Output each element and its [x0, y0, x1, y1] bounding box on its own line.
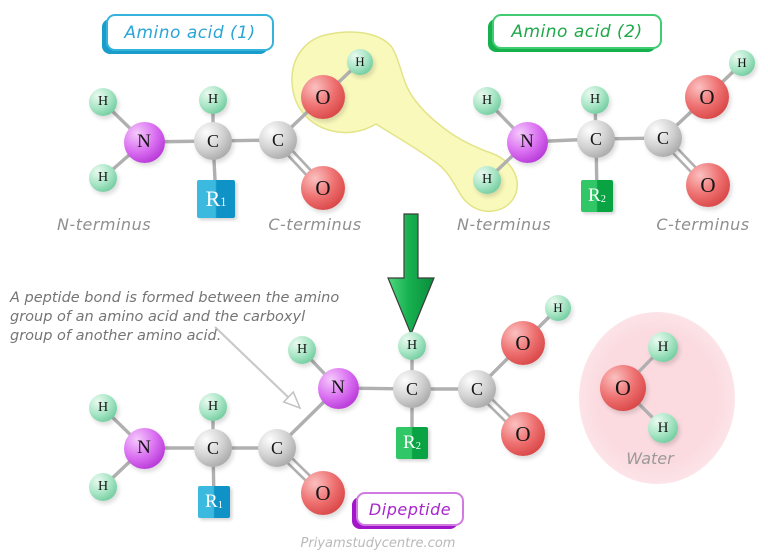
h-atom: H	[347, 49, 373, 75]
o-atom: O	[600, 365, 646, 411]
n-terminus-label-1: N-terminus	[56, 215, 152, 234]
annotation-arrow-line	[214, 326, 289, 398]
h-atom: H	[288, 336, 316, 364]
n-terminus-label-2: N-terminus	[456, 215, 552, 234]
c-terminus-label-2: C-terminus	[656, 215, 750, 234]
annotation-line: group of an amino acid and the carboxyl	[10, 309, 306, 325]
h-atom: H	[89, 88, 117, 116]
c-atom: C	[393, 370, 431, 408]
c-atom: C	[194, 429, 232, 467]
h-atom: H	[473, 87, 501, 115]
c-atom: C	[258, 429, 296, 467]
o-atom: O	[685, 75, 729, 119]
n-atom: N	[317, 367, 359, 409]
c-atom: C	[259, 121, 297, 159]
h-atom: H	[199, 86, 227, 114]
c-atom: C	[577, 120, 615, 158]
water-label: Water	[626, 449, 674, 468]
c-atom: C	[644, 119, 682, 157]
watermark-text: Priyamstudycentre.com	[300, 536, 456, 551]
h-atom: H	[729, 50, 755, 76]
reaction-highlight-blob	[291, 31, 518, 213]
c-atom: C	[458, 370, 496, 408]
annotation-line: A peptide bond is formed between the ami…	[10, 290, 340, 306]
dipeptide-label: Dipeptide	[356, 492, 464, 526]
c-atom: C	[194, 122, 232, 160]
o-atom: O	[301, 471, 345, 515]
h-atom: H	[648, 332, 678, 362]
h-atom: H	[398, 332, 426, 360]
reaction-down-arrow	[387, 213, 435, 336]
h-atom: H	[89, 164, 117, 192]
h-atom: H	[199, 393, 227, 421]
h-atom: H	[89, 394, 117, 422]
h-atom: H	[89, 473, 117, 501]
n-atom: N	[506, 121, 548, 163]
o-atom: O	[501, 321, 545, 365]
h-atom: H	[545, 295, 571, 321]
o-atom: O	[686, 163, 730, 207]
annotation-line: group of another amino acid.	[10, 328, 222, 344]
n-atom: N	[123, 427, 165, 469]
n-atom: N	[123, 121, 165, 163]
o-atom: O	[301, 166, 345, 210]
h-atom: H	[648, 413, 678, 443]
amino-acid-2-label: Amino acid (2)	[492, 14, 662, 49]
c-terminus-label-1: C-terminus	[268, 215, 362, 234]
annotation-arrow-head	[282, 390, 302, 410]
o-atom: O	[301, 75, 345, 119]
amino-acid-1-label: Amino acid (1)	[106, 14, 274, 51]
h-atom: H	[473, 166, 501, 194]
o-atom: O	[501, 412, 545, 456]
h-atom: H	[581, 86, 609, 114]
peptide-bond-annotation: A peptide bond is formed between the ami…	[10, 289, 340, 346]
